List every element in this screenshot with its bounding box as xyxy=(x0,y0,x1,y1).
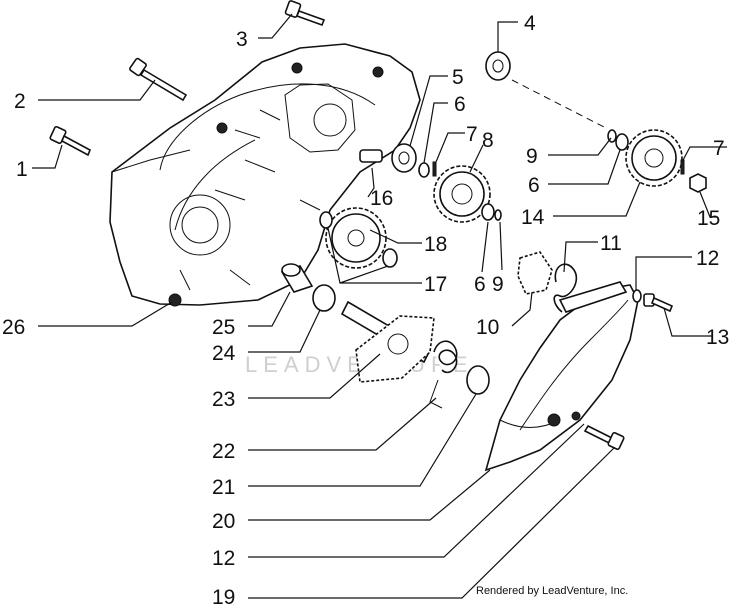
gear-part-18 xyxy=(325,207,387,269)
dashed-guide xyxy=(511,79,607,129)
pinion-part-10 xyxy=(517,251,553,295)
callout-9: 9 xyxy=(526,145,538,168)
gear-part-8 xyxy=(433,165,491,223)
clip-part-11 xyxy=(553,263,578,313)
callout-7: 7 xyxy=(713,137,725,160)
callout-13: 13 xyxy=(706,326,729,349)
bolt-part-13 xyxy=(643,293,674,313)
bolt-part-2 xyxy=(129,57,188,102)
bolt-part-1 xyxy=(49,125,92,157)
callout-4: 4 xyxy=(524,12,536,35)
washer-part-17b xyxy=(382,248,398,268)
callout-6: 6 xyxy=(454,93,466,116)
washer-part-6 xyxy=(481,203,495,221)
callout-7: 7 xyxy=(466,123,478,146)
callout-24: 24 xyxy=(212,342,236,365)
callout-25: 25 xyxy=(212,316,235,339)
callout-6: 6 xyxy=(528,174,540,197)
callout-5: 5 xyxy=(452,66,464,89)
callout-6: 6 xyxy=(474,273,486,296)
callout-21: 21 xyxy=(212,476,235,499)
washer-part-24 xyxy=(312,284,336,312)
bolt-part-3 xyxy=(284,0,326,27)
pin-part-7 xyxy=(432,161,437,177)
leader-lines xyxy=(32,13,727,599)
callout-8: 8 xyxy=(482,129,494,152)
callout-26: 26 xyxy=(2,316,25,339)
bearing-part-4 xyxy=(485,51,511,81)
washer-part-6 xyxy=(418,162,430,178)
callout-12: 12 xyxy=(212,547,235,570)
washer-part-6 xyxy=(615,133,629,151)
callout-11: 11 xyxy=(600,232,622,255)
bearing-part-5 xyxy=(391,143,417,173)
callout-labels: 1 2 3 4 5 6 7 8 9 6 7 14 15 16 18 17 6 9… xyxy=(2,12,729,607)
callout-10: 10 xyxy=(476,316,499,339)
washer-part-12 xyxy=(632,289,642,303)
callout-9: 9 xyxy=(492,273,504,296)
bolt-part-19 xyxy=(583,424,625,451)
spring-part-22 xyxy=(429,340,458,409)
washer-part-21 xyxy=(466,365,490,395)
callout-14: 14 xyxy=(521,206,545,229)
callout-16: 16 xyxy=(370,187,393,210)
washer-part-17a xyxy=(319,211,333,229)
callout-12: 12 xyxy=(696,247,719,270)
callout-15: 15 xyxy=(697,207,720,230)
callout-23: 23 xyxy=(212,388,235,411)
callout-17: 17 xyxy=(424,273,447,296)
cover-lever-part-20 xyxy=(484,281,639,472)
clip-part-9 xyxy=(494,209,502,221)
callout-1: 1 xyxy=(16,158,28,181)
callout-3: 3 xyxy=(236,28,248,51)
callout-18: 18 xyxy=(424,233,447,256)
bushing-part-25 xyxy=(280,263,314,293)
kick-shaft-part-23 xyxy=(340,300,435,383)
callout-19: 19 xyxy=(212,586,235,607)
gear-part-14 xyxy=(625,129,683,187)
nut-part-15 xyxy=(689,173,707,193)
callout-22: 22 xyxy=(212,440,235,463)
footer-credit: Rendered by LeadVenture, Inc. xyxy=(476,585,628,597)
callout-20: 20 xyxy=(212,510,235,533)
callout-2: 2 xyxy=(14,90,26,113)
bushing-part-16 xyxy=(359,149,383,163)
